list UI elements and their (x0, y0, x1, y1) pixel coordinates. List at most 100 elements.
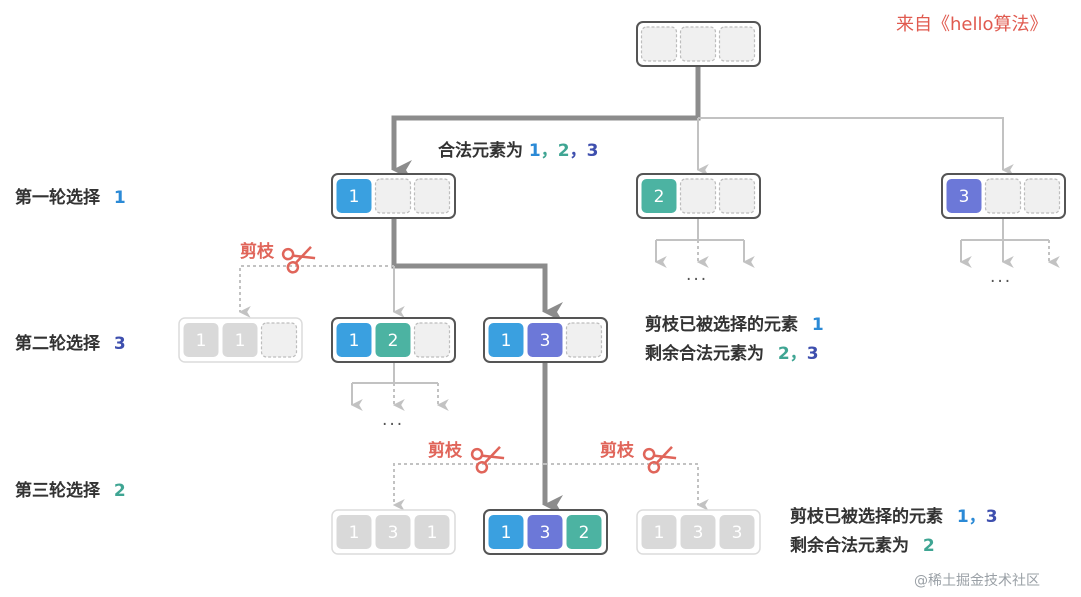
round-2-note-line-2: 剩余合法元素为 2，3 (645, 340, 824, 369)
cell-value: 3 (959, 187, 970, 207)
value-cell (946, 179, 982, 213)
empty-cell (413, 178, 451, 214)
round-3-note-line-1: 剪枝已被选择的元素 1，3 (790, 503, 998, 532)
round-2-note-sep: ， (789, 344, 807, 364)
round-3-note-remaining-value: 2 (922, 536, 935, 556)
cell-value: 2 (579, 523, 590, 543)
legal-value-3: 3 (586, 141, 599, 161)
round-1-value: 1 (113, 188, 126, 208)
value-cell (527, 515, 563, 549)
round-3-note-pruned-value-1: 1 (956, 507, 969, 527)
value-cell (183, 323, 219, 357)
value-cell (566, 515, 602, 549)
value-cell (719, 515, 755, 549)
round-3-text: 第三轮选择 (15, 481, 100, 501)
subtree-stub-r2-option-2 (350, 362, 449, 411)
legal-value-2: 2 (557, 141, 570, 161)
prune-label: 剪枝 (428, 441, 462, 461)
edge-r2-to-r3-pruned-1 (392, 463, 545, 511)
round-2-text: 第二轮选择 (15, 334, 100, 354)
cell-value: 1 (427, 523, 438, 543)
subtree-stub-choice-2 (654, 216, 755, 268)
edge-root-to-choice-1 (391, 64, 701, 180)
cell-value: 3 (732, 523, 743, 543)
round-3-note-line-2: 剩余合法元素为 2 (790, 532, 998, 561)
legal-sep-2: ， (569, 141, 587, 161)
value-cell (336, 323, 372, 357)
edge-r1-to-r2-selected (391, 216, 563, 322)
cell-value: 1 (349, 523, 360, 543)
value-cell (375, 323, 411, 357)
value-cell (222, 323, 258, 357)
cell-value: 1 (349, 187, 360, 207)
round-2-note-pruned-value: 1 (811, 315, 824, 335)
empty-cell (413, 322, 451, 358)
round-2-label: 第二轮选择 3 (15, 329, 126, 354)
empty-cell (679, 26, 717, 62)
edge-r2-to-r3-pruned-3 (545, 463, 709, 511)
scissors-icon (281, 246, 316, 274)
legal-value-1: 1 (528, 141, 541, 161)
value-cell (488, 515, 524, 549)
state-node-r3-pruned-a: 1 3 1 (331, 509, 456, 555)
empty-cell (718, 178, 756, 214)
round-3-note: 剪枝已被选择的元素 1，3 剩余合法元素为 2 (790, 503, 998, 561)
cell-value: 2 (654, 187, 665, 207)
value-cell (488, 323, 524, 357)
cell-value: 3 (540, 523, 551, 543)
empty-cell (984, 178, 1022, 214)
ellipsis: ··· (686, 270, 709, 290)
round-2-value: 3 (113, 334, 126, 354)
round-3-note-remaining-text: 剩余合法元素为 (790, 536, 909, 556)
empty-cell (565, 322, 603, 358)
source-label: 来自《hello算法》 (896, 14, 1048, 35)
round-2-note-remaining-value-1: 2 (777, 344, 790, 364)
round-3-note-sep: ， (968, 507, 986, 527)
value-cell (641, 179, 677, 213)
legal-elements-label: 合法元素为 (438, 141, 523, 161)
empty-cell (718, 26, 756, 62)
scissors-icon (642, 446, 677, 474)
empty-cell (374, 178, 412, 214)
ellipsis: ··· (382, 415, 405, 435)
edge-r1-to-r2-pruned (238, 265, 394, 318)
ellipsis: ··· (990, 272, 1013, 292)
state-node-r1-b: 2 (636, 173, 761, 219)
round-2-note-pruned-text: 剪枝已被选择的元素 (645, 315, 798, 335)
legal-elements-text: 合法元素为 1，2，3 (438, 136, 598, 161)
empty-cell (1023, 178, 1061, 214)
empty-cell (640, 26, 678, 62)
value-cell (680, 515, 716, 549)
prune-label: 剪枝 (600, 441, 634, 461)
cell-value: 1 (349, 331, 360, 351)
cell-value: 2 (388, 331, 399, 351)
round-1-label: 第一轮选择 1 (15, 183, 126, 208)
value-cell (336, 179, 372, 213)
prune-label: 剪枝 (240, 242, 274, 262)
cell-value: 3 (693, 523, 704, 543)
value-cell (336, 515, 372, 549)
round-3-note-pruned-value-2: 3 (985, 507, 998, 527)
state-node-r1-c: 3 (941, 173, 1066, 219)
watermark: @稀土掘金技术社区 (914, 573, 1040, 589)
state-node-root (636, 21, 761, 67)
round-1-text: 第一轮选择 (15, 188, 100, 208)
cell-value: 1 (501, 331, 512, 351)
value-cell (527, 323, 563, 357)
value-cell (414, 515, 450, 549)
value-cell (375, 515, 411, 549)
empty-cell (679, 178, 717, 214)
value-cell (641, 515, 677, 549)
round-2-note: 剪枝已被选择的元素 1 剩余合法元素为 2，3 (645, 311, 824, 369)
cell-value: 3 (540, 331, 551, 351)
cell-value: 3 (388, 523, 399, 543)
round-3-note-pruned-text: 剪枝已被选择的元素 (790, 507, 943, 527)
round-3-label: 第三轮选择 2 (15, 476, 126, 501)
round-2-note-remaining-text: 剩余合法元素为 (645, 344, 764, 364)
round-3-value: 2 (113, 481, 126, 501)
scissors-icon (470, 446, 505, 474)
